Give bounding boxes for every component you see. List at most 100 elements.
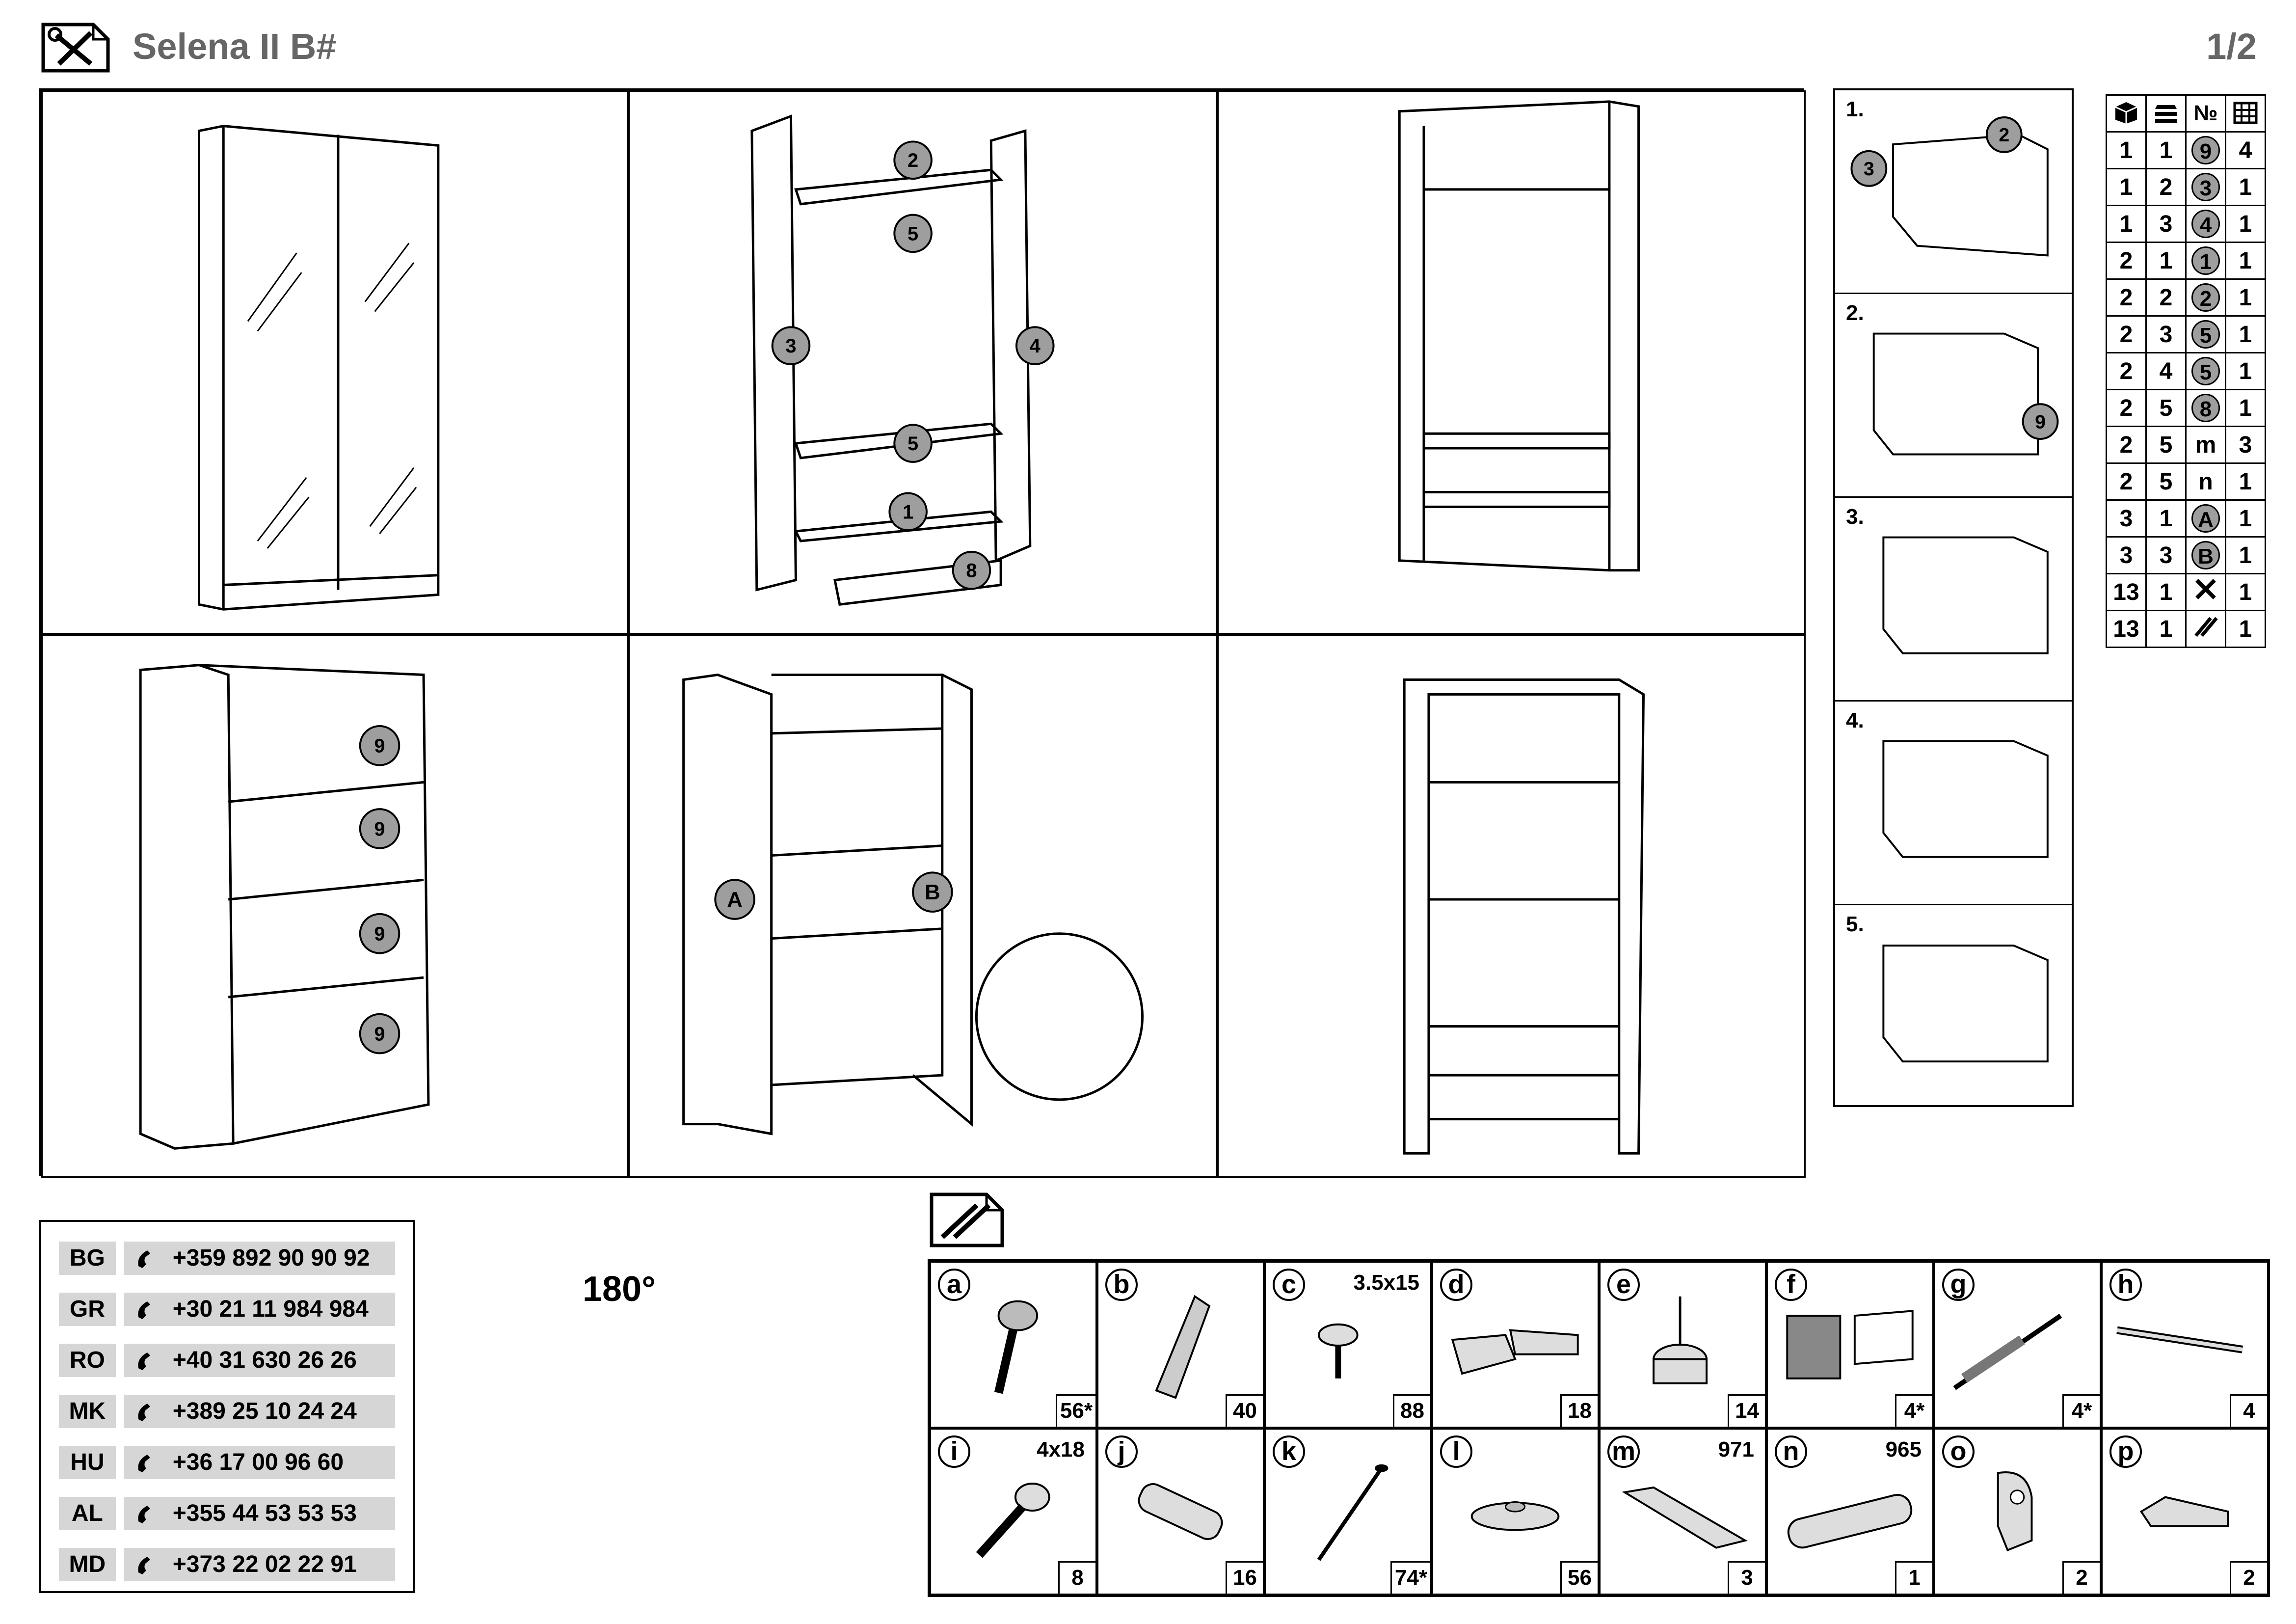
cell: 4 [2185, 205, 2226, 243]
cell: 1 [2145, 610, 2187, 648]
cell: 3 [2106, 536, 2147, 574]
cell: 2 [2106, 315, 2147, 353]
cell: 4 [2225, 131, 2266, 169]
cell: 1 [2225, 242, 2266, 280]
hardware-item-f: f 4* [1766, 1261, 1934, 1428]
phone-number: +355 44 53 53 53 [123, 1497, 395, 1530]
cell: 1 [2225, 278, 2266, 317]
country-code: BG [59, 1242, 116, 1275]
contacts-panel: BG+359 892 90 90 92 GR+30 21 11 984 984 … [39, 1220, 415, 1593]
step-5: 5. [1835, 905, 2072, 1109]
part-letter: p [2109, 1435, 2142, 1468]
part-quantity: 88 [1393, 1394, 1430, 1427]
phone-text: +359 892 90 90 92 [172, 1245, 370, 1271]
svg-text:9: 9 [374, 735, 385, 757]
cell: m [2185, 426, 2226, 464]
svg-text:2: 2 [908, 150, 918, 171]
cell: 2 [2106, 352, 2147, 390]
phone-number: +359 892 90 90 92 [123, 1242, 395, 1275]
phone-text: +355 44 53 53 53 [172, 1500, 357, 1526]
dowel-icon [1155, 1295, 1211, 1399]
part-letter: b [1105, 1269, 1138, 1301]
bolt-icon [976, 1483, 1050, 1558]
cell: 1 [2106, 205, 2147, 243]
cell: 1 [2106, 131, 2147, 169]
handle-icon [2116, 1326, 2243, 1353]
step-number: 5. [1846, 912, 1864, 936]
rail-icon [1787, 1494, 1913, 1549]
phone-icon [138, 1250, 150, 1268]
step-3: 3. [1835, 498, 2072, 702]
panel-finished-wardrobe [41, 90, 628, 634]
cell: 3 [2145, 536, 2187, 574]
svg-text:B: B [925, 880, 940, 904]
part-number-badge: 4 [2191, 210, 2220, 238]
step-2: 2. 9 [1835, 294, 2072, 498]
cell: 3 [2225, 426, 2266, 464]
cell: 1 [2145, 573, 2187, 611]
cell: 5 [2145, 389, 2187, 427]
phone-number: +30 21 11 984 984 [123, 1293, 395, 1326]
part-letter: n [1775, 1435, 1807, 1468]
panel-frame-feet [1217, 90, 1806, 634]
svg-text:9: 9 [2035, 411, 2046, 433]
part-letter: i [938, 1435, 970, 1468]
cell: B [2185, 536, 2226, 574]
part-quantity: 4* [1895, 1394, 1932, 1427]
part-letter: k [1273, 1435, 1305, 1468]
part-size: 4x18 [1037, 1437, 1085, 1462]
bracket-icon [1786, 1310, 1914, 1380]
part-size: 3.5x15 [1353, 1271, 1419, 1295]
phone-text: +40 31 630 26 26 [172, 1347, 357, 1373]
part-quantity: 56 [1560, 1561, 1598, 1594]
part-number-badge: 2 [2191, 283, 2220, 312]
part-quantity: 4* [2062, 1394, 2100, 1427]
cell: 3 [2185, 168, 2226, 206]
svg-text:1: 1 [903, 501, 913, 523]
box-icon [2106, 94, 2147, 133]
page-title: Selena II B# [133, 26, 337, 67]
svg-text:9: 9 [374, 818, 385, 840]
part-number-badge: 3 [2191, 173, 2220, 201]
cell: 1 [2145, 242, 2187, 280]
part-number-badge: A [2191, 504, 2220, 533]
hardware-item-e: e 14 [1599, 1261, 1766, 1428]
phone-number: +389 25 10 24 24 [123, 1395, 395, 1428]
phone-text: +36 17 00 96 60 [172, 1449, 344, 1475]
tools-icon [2185, 573, 2226, 611]
step-number: 1. [1846, 97, 1864, 121]
phone-text: +389 25 10 24 24 [172, 1398, 357, 1424]
cell: 8 [2185, 389, 2226, 427]
part-quantity: 2 [2230, 1561, 2267, 1594]
phone-text: +373 22 02 22 91 [172, 1551, 357, 1577]
cell: 1 [2225, 168, 2266, 206]
phone-text: +30 21 11 984 984 [172, 1296, 369, 1322]
number-header: № [2185, 94, 2226, 133]
page-number: 1/2 [2206, 26, 2257, 67]
country-code: MK [59, 1395, 116, 1428]
hardware-item-n: n 965 1 [1766, 1428, 1934, 1595]
cell: 1 [2225, 610, 2266, 648]
step-4: 4. [1835, 702, 2072, 905]
hardware-item-b: b 40 [1097, 1261, 1264, 1428]
hardware-item-j: j 16 [1097, 1428, 1264, 1595]
phone-icon [138, 1301, 150, 1319]
part-number-badge: B [2191, 541, 2220, 569]
part-letter: h [2109, 1269, 2142, 1301]
part-quantity: 1 [1895, 1561, 1932, 1594]
svg-text:3: 3 [785, 335, 796, 357]
screws-icon [930, 1192, 1004, 1247]
contact-row: BG +359 892 90 90 92 [59, 1242, 395, 1275]
svg-text:5: 5 [908, 433, 918, 455]
cell: 2 [2106, 278, 2147, 317]
stack-icon [2145, 94, 2187, 133]
nail-icon [1317, 1464, 1388, 1561]
hardware-item-o: o 2 [1934, 1428, 2101, 1595]
